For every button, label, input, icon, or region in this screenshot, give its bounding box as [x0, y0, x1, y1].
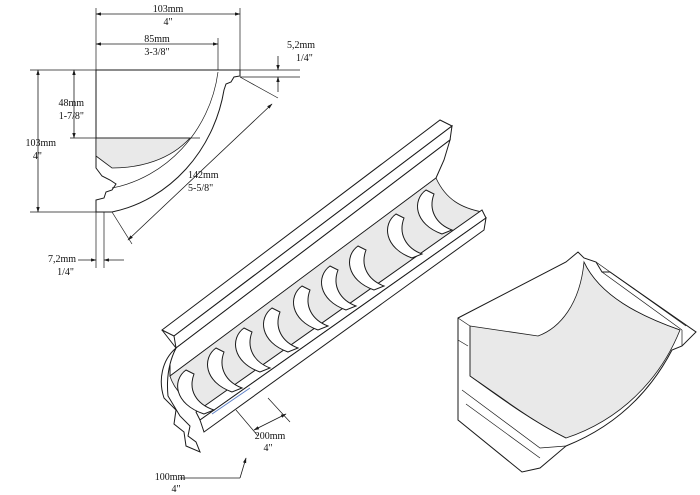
label-total-height-mm: 103mm [25, 138, 56, 149]
label-length-mm: 100mm [155, 472, 186, 483]
module-end-profile [160, 329, 201, 453]
label-spacing-in: 4" [263, 443, 272, 454]
dim-diagonal [127, 103, 273, 241]
label-total-height-in: 4" [33, 151, 42, 162]
profile-dimension-labels: 103mm 4" 85mm 3-3/8" 5,2mm 1/4" 48mm 1-7… [25, 4, 315, 278]
label-diagonal-mm: 142mm [188, 170, 219, 181]
label-bottom-lip-mm: 7,2mm [48, 254, 76, 265]
label-upper-height-in: 1-7/8" [59, 111, 84, 122]
label-length-in: 4" [171, 484, 180, 495]
label-top-lip-in: 1/4" [296, 53, 313, 64]
label-total-width-mm: 103mm [153, 4, 184, 15]
label-upper-height-mm: 48mm [58, 98, 84, 109]
label-top-lip-mm: 5,2mm [287, 40, 315, 51]
profile-cross-section [95, 69, 241, 213]
profile-dimensions [30, 8, 300, 268]
label-bottom-lip-in: 1/4" [57, 267, 74, 278]
label-inner-width-in: 3-3/8" [144, 47, 169, 58]
module-dimensions: 200mm 4" 100mm 4" [155, 397, 291, 495]
corner-piece-isometric [457, 251, 697, 473]
label-inner-width-mm: 85mm [144, 34, 170, 45]
cornice-module-isometric [160, 119, 487, 453]
label-spacing-mm: 200mm [255, 431, 286, 442]
label-total-width-in: 4" [163, 17, 172, 28]
label-diagonal-in: 5-5/8" [188, 183, 213, 194]
